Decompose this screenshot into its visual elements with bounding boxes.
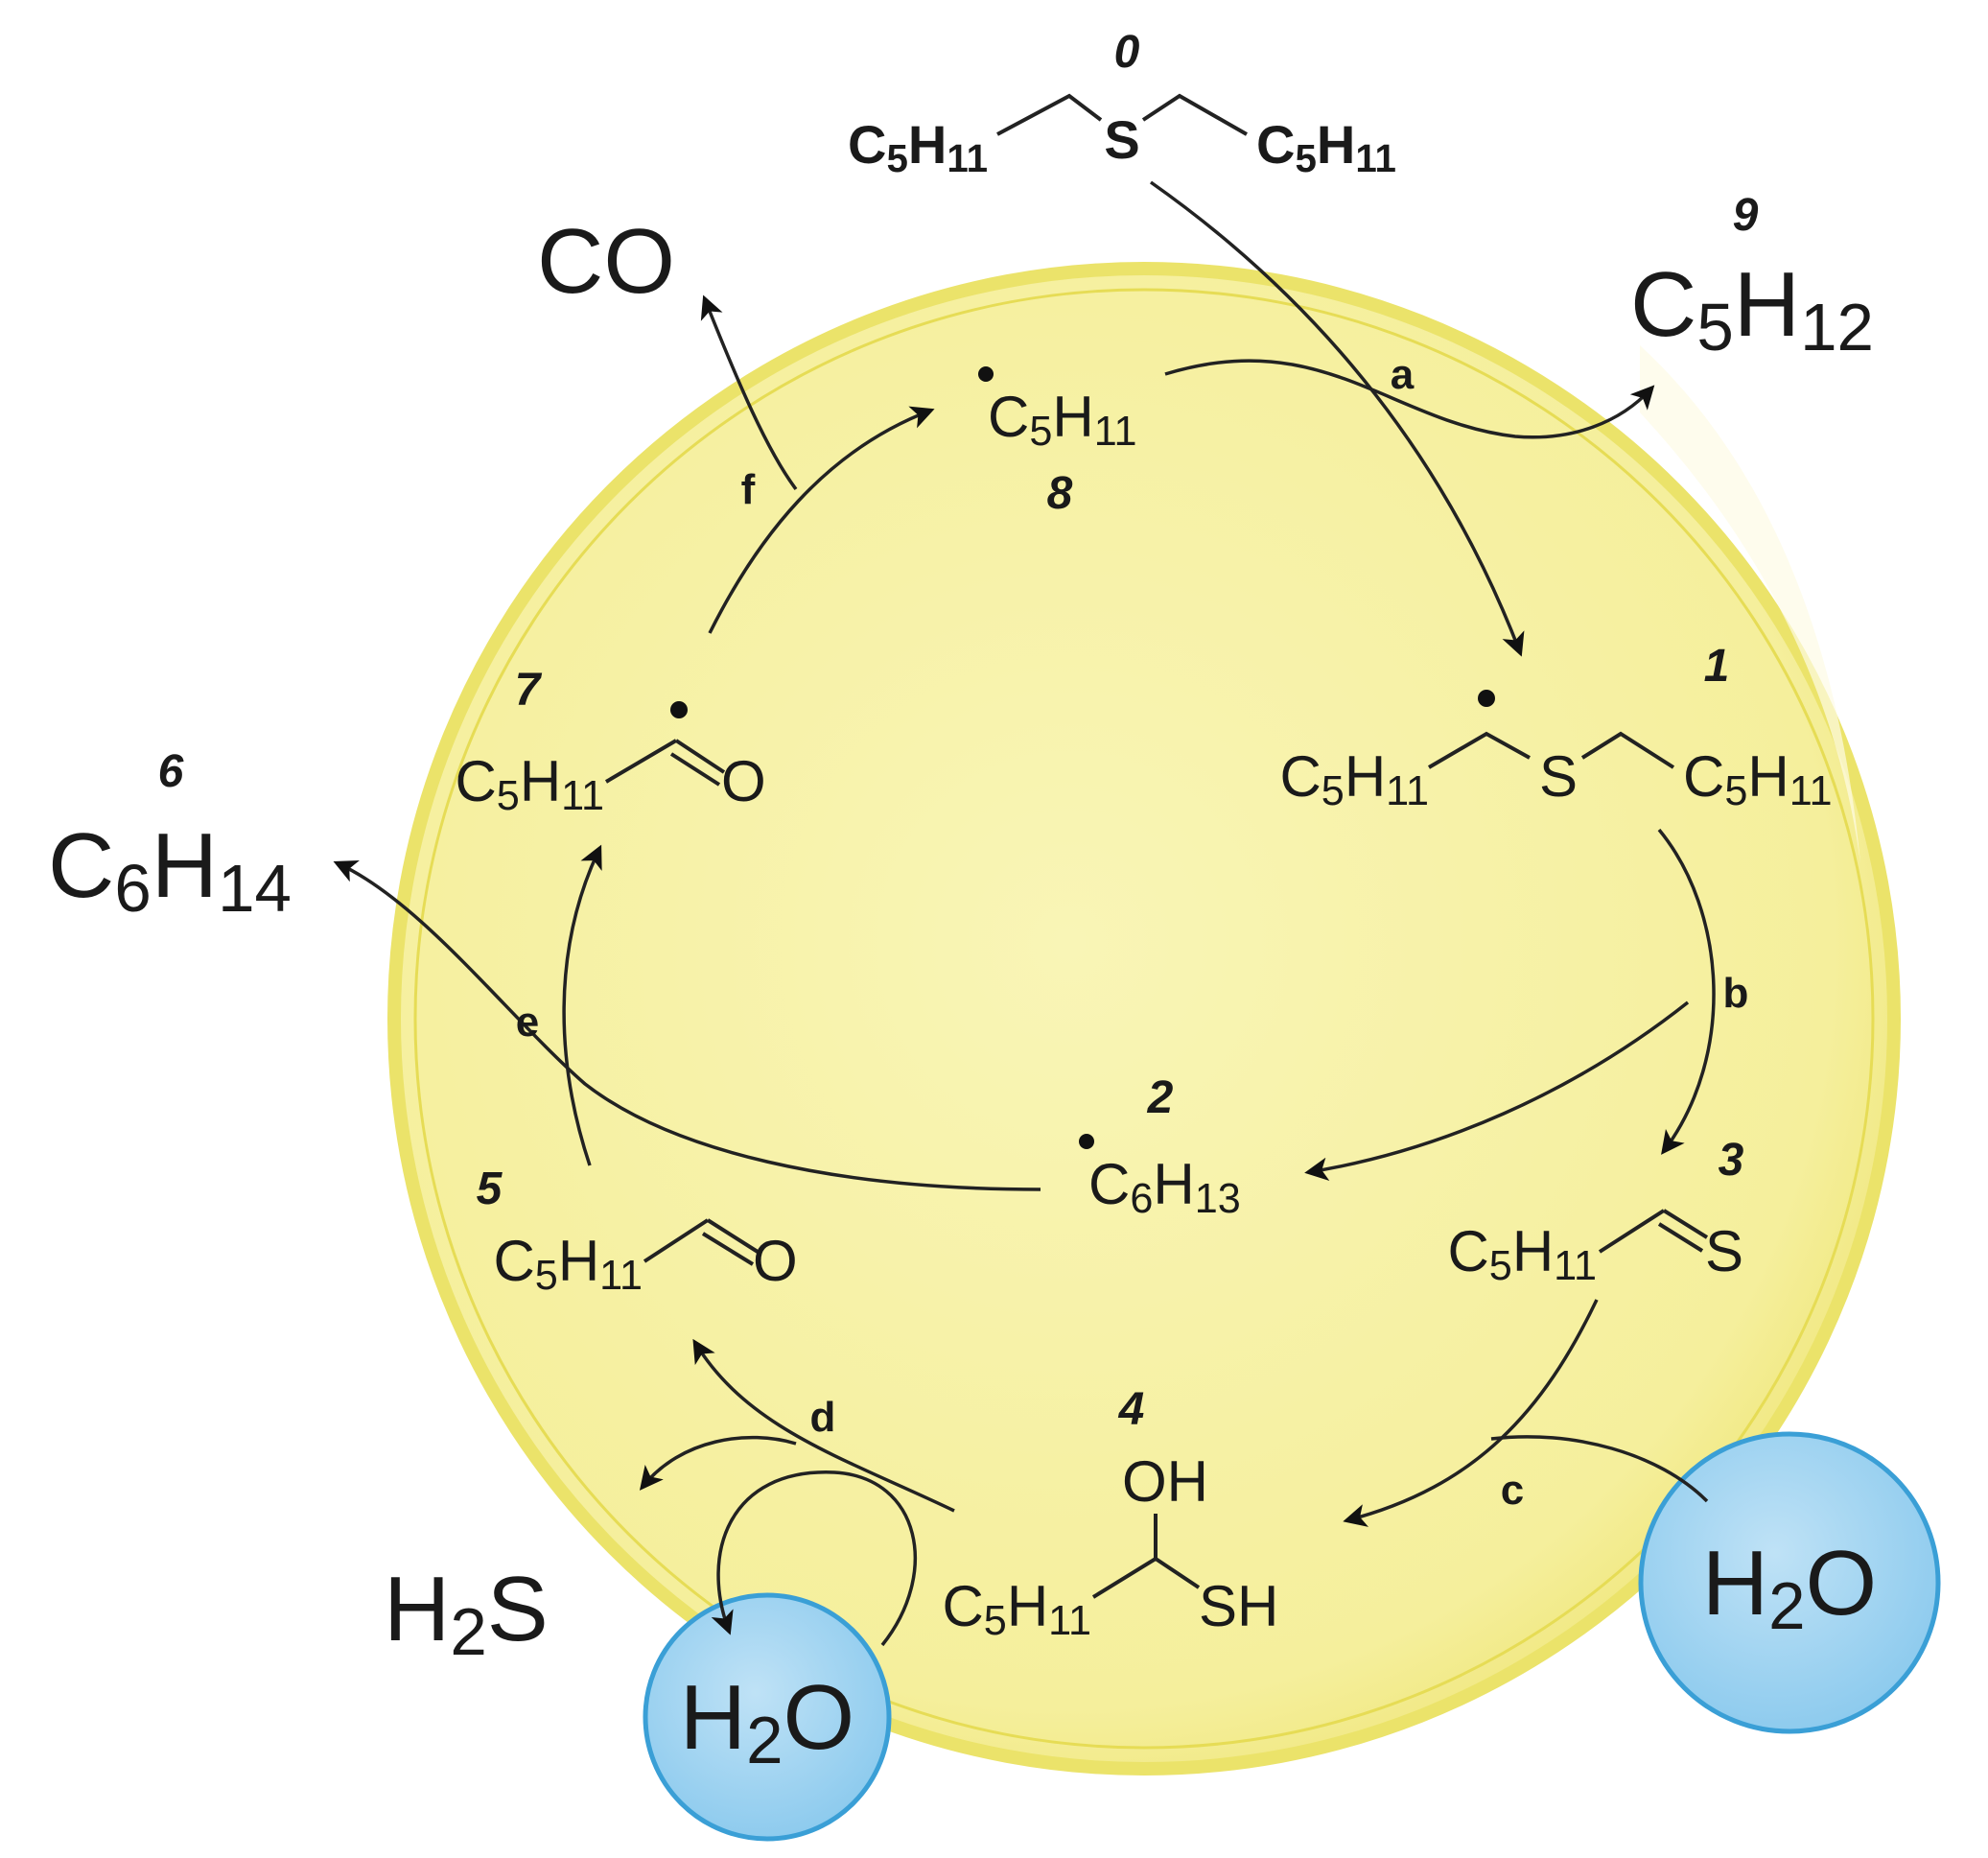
label-number-9: 9: [1733, 190, 1759, 241]
species-7-oxygen: O: [721, 749, 766, 813]
species-3-alkyl: C5H11: [1447, 1219, 1597, 1289]
species-7-alkyl: C5H11: [455, 749, 604, 819]
step-label-b: b: [1723, 970, 1749, 1017]
arrow-step-e: [562, 844, 602, 1166]
product-h2s: H2S: [384, 1558, 549, 1669]
bond-skeleton-1-right: [1580, 731, 1675, 769]
species-2-formula: C6H13: [1088, 1152, 1241, 1222]
arrow-f-to-co: [700, 294, 798, 491]
water-droplet-right: [1638, 1431, 1941, 1734]
label-number-2: 2: [1147, 1072, 1174, 1123]
radical-dot-2: [1079, 1134, 1094, 1149]
species-3-sulfur: S: [1705, 1219, 1743, 1283]
label-number-7: 7: [515, 665, 543, 716]
step-label-d: d: [810, 1394, 836, 1441]
arrow-1-to-2: [1304, 1000, 1690, 1181]
droplet-highlight: [1640, 345, 1860, 863]
species-5-oxygen: O: [753, 1229, 798, 1293]
species-4-thiol: SH: [1199, 1574, 1278, 1638]
label-number-5: 5: [477, 1164, 503, 1214]
bond-skeleton-5: [643, 1218, 760, 1266]
reactant-right-alkyl: C5H11: [1256, 114, 1396, 180]
species-1-sulfur: S: [1539, 744, 1578, 809]
arrow-step-d: [692, 1338, 955, 1513]
species-1-right-alkyl: C5H11: [1683, 744, 1833, 814]
bond-skeleton-7: [604, 739, 726, 787]
loop-d-water: [711, 1470, 917, 1647]
reactant-sulfur: S: [1104, 109, 1139, 170]
product-co: CO: [537, 210, 675, 313]
species-4-hydroxyl: OH: [1122, 1449, 1208, 1514]
label-number-0: 0: [1114, 27, 1140, 78]
bond-skeleton-3: [1598, 1209, 1709, 1254]
arrow-d-to-h2s: [639, 1435, 797, 1491]
label-number-6: 6: [158, 746, 184, 797]
water-droplet-bottom: [643, 1592, 892, 1842]
species-8-formula: C5H11: [988, 385, 1137, 455]
radical-dot-8: [978, 366, 994, 382]
arrow-step-b: [1657, 828, 1716, 1155]
droplet-inner-rim: [413, 288, 1875, 1750]
step-label-f: f: [741, 466, 756, 513]
reactant-left-alkyl: C5H11: [848, 114, 988, 180]
species-1-left-alkyl: C5H11: [1279, 744, 1429, 814]
product-c5h12: C5H12: [1630, 253, 1874, 365]
water-right-label: H2O: [1702, 1532, 1877, 1643]
bond-skeleton-1-left: [1427, 731, 1531, 769]
radical-dot-1: [1478, 690, 1495, 707]
step-label-c: c: [1501, 1467, 1524, 1514]
step-label-a: a: [1391, 351, 1415, 398]
label-number-3: 3: [1719, 1135, 1744, 1186]
bond-skeleton-0-right: [1141, 93, 1248, 136]
radical-dot-7: [670, 701, 688, 718]
arrow-step-f: [708, 406, 935, 634]
label-number-4: 4: [1118, 1384, 1145, 1435]
label-number-8: 8: [1047, 468, 1073, 519]
bond-skeleton-0: [996, 93, 1103, 136]
species-5-alkyl: C5H11: [493, 1229, 643, 1299]
step-label-e: e: [516, 999, 539, 1046]
label-number-1: 1: [1704, 641, 1730, 692]
species-4-alkyl: C5H11: [942, 1574, 1091, 1644]
water-to-step-c: [1490, 1435, 1709, 1503]
arrow-2-to-6: [333, 859, 1041, 1191]
product-c6h14: C6H14: [48, 814, 292, 926]
water-bottom-label: H2O: [680, 1666, 854, 1777]
arrow-step-a: [1164, 359, 1655, 439]
